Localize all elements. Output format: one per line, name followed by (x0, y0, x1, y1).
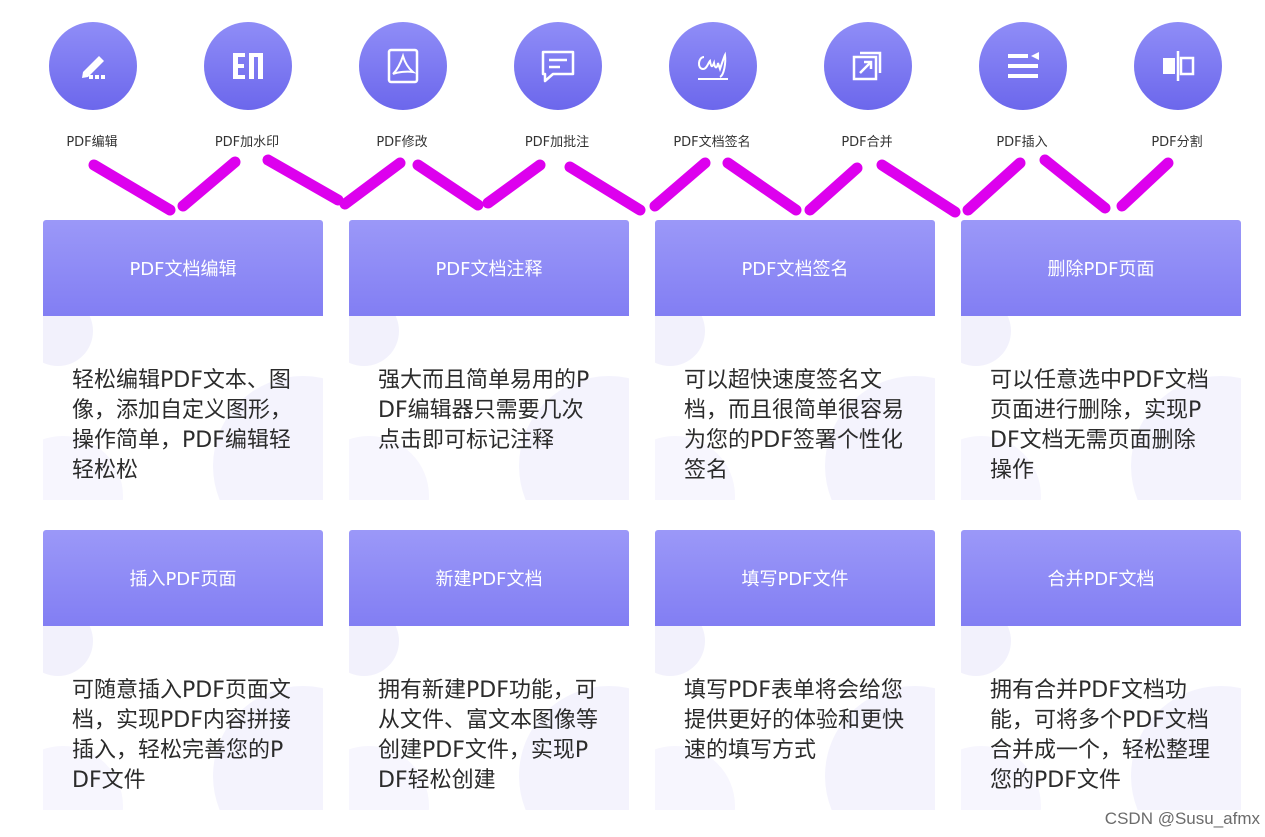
feature-pdf-annotate[interactable]: PDF加批注 (512, 20, 602, 160)
card-title: 填写PDF文件 (655, 530, 935, 626)
card-new-pdf[interactable]: 新建PDF文档 拥有新建PDF功能，可从文件、富文本图像等创建PDF文件，实现P… (349, 530, 629, 810)
card-description: 填写PDF表单将会给您提供更好的体验和更快速的填写方式 (684, 678, 905, 763)
feature-pdf-merge[interactable]: PDF合并 (822, 20, 912, 160)
feature-circle[interactable] (204, 22, 292, 110)
card-description: 可以任意选中PDF文档页面进行删除，实现PDF文档无需页面删除操作 (990, 368, 1209, 483)
card-description: 可随意插入PDF页面文档，实现PDF内容拼接插入，轻松完善您的PDF文件 (72, 678, 291, 793)
split-icon (1163, 51, 1195, 81)
insert-icon (1008, 52, 1039, 78)
merge-icon (852, 51, 882, 81)
decor-bubble (349, 316, 399, 366)
decor-bubble (961, 316, 1011, 366)
card-delete-page[interactable]: 删除PDF页面 可以任意选中PDF文档页面进行删除，实现PDF文档无需页面删除操… (961, 220, 1241, 500)
comment-icon (541, 50, 575, 83)
card-body: 可随意插入PDF页面文档，实现PDF内容拼接插入，轻松完善您的PDF文件 (43, 626, 323, 810)
watermark-text: CSDN @Susu_afmx (1104, 809, 1260, 828)
card-title: 删除PDF页面 (961, 220, 1241, 316)
feature-label: PDF分割 (1151, 135, 1203, 150)
feature-label: PDF修改 (376, 135, 428, 150)
card-body: 轻松编辑PDF文本、图像，添加自定义图形，操作简单，PDF编辑轻轻松松 (43, 316, 323, 500)
card-description: 可以超快速度签名文档，而且很简单很容易为您的PDF签署个性化签名 (684, 368, 905, 483)
pdf-doc-icon (387, 48, 419, 84)
feature-label: PDF加水印 (214, 135, 280, 150)
feature-circle[interactable] (669, 22, 757, 110)
decor-bubble (43, 626, 93, 676)
feature-label: PDF编辑 (66, 135, 118, 150)
zigzag-connector (88, 154, 1174, 218)
feature-pdf-sign[interactable]: PDF文档签名 (667, 20, 757, 160)
card-pdf-sign[interactable]: PDF文档签名 可以超快速度签名文档，而且很简单很容易为您的PDF签署个性化签名 (655, 220, 935, 500)
card-body: 可以任意选中PDF文档页面进行删除，实现PDF文档无需页面删除操作 (961, 316, 1241, 500)
signature-icon (698, 51, 728, 80)
card-title: PDF文档注释 (349, 220, 629, 316)
card-body: 拥有合并PDF文档功能，可将多个PDF文档合并成一个，轻松整理您的PDF文件 (961, 626, 1241, 810)
card-title: 插入PDF页面 (43, 530, 323, 626)
card-body: 可以超快速度签名文档，而且很简单很容易为您的PDF签署个性化签名 (655, 316, 935, 500)
card-body: 拥有新建PDF功能，可从文件、富文本图像等创建PDF文件，实现PDF轻松创建 (349, 626, 629, 810)
feature-pdf-insert[interactable]: PDF插入 (977, 20, 1067, 160)
feature-circle[interactable] (979, 22, 1067, 110)
card-insert-page[interactable]: 插入PDF页面 可随意插入PDF页面文档，实现PDF内容拼接插入，轻松完善您的P… (43, 530, 323, 810)
card-pdf-edit[interactable]: PDF文档编辑 轻松编辑PDF文本、图像，添加自定义图形，操作简单，PDF编辑轻… (43, 220, 323, 500)
card-title: PDF文档签名 (655, 220, 935, 316)
watermark-icon (233, 53, 263, 79)
feature-label: PDF合并 (841, 135, 893, 150)
feature-pdf-modify[interactable]: PDF修改 (357, 20, 447, 160)
card-title: 合并PDF文档 (961, 530, 1241, 626)
card-body: 填写PDF表单将会给您提供更好的体验和更快速的填写方式 (655, 626, 935, 810)
feature-label: PDF插入 (996, 135, 1048, 150)
feature-circle[interactable] (824, 22, 912, 110)
card-title: 新建PDF文档 (349, 530, 629, 626)
feature-circle[interactable] (359, 22, 447, 110)
feature-label: PDF加批注 (524, 135, 590, 150)
pencil-icon (82, 56, 105, 79)
card-merge-pdf[interactable]: 合并PDF文档 拥有合并PDF文档功能，可将多个PDF文档合并成一个，轻松整理您… (961, 530, 1241, 810)
card-description: 拥有合并PDF文档功能，可将多个PDF文档合并成一个，轻松整理您的PDF文件 (990, 678, 1211, 793)
feature-pdf-watermark[interactable]: PDF加水印 (202, 20, 292, 160)
feature-circle[interactable] (49, 22, 137, 110)
decor-bubble (43, 316, 93, 366)
feature-label: PDF文档签名 (673, 135, 751, 150)
card-title: PDF文档编辑 (43, 220, 323, 316)
feature-pdf-edit[interactable]: PDF编辑 (47, 20, 137, 160)
feature-circle[interactable] (514, 22, 602, 110)
card-pdf-annotate[interactable]: PDF文档注释 强大而且简单易用的PDF编辑器只需要几次点击即可标记注释 (349, 220, 629, 500)
decor-bubble (349, 626, 399, 676)
card-description: 轻松编辑PDF文本、图像，添加自定义图形，操作简单，PDF编辑轻轻松松 (72, 368, 293, 483)
decor-bubble (655, 626, 705, 676)
card-description: 强大而且简单易用的PDF编辑器只需要几次点击即可标记注释 (378, 368, 590, 453)
decor-bubble (961, 626, 1011, 676)
feature-circle[interactable] (1134, 22, 1222, 110)
feature-pdf-split[interactable]: PDF分割 (1132, 20, 1222, 160)
card-body: 强大而且简单易用的PDF编辑器只需要几次点击即可标记注释 (349, 316, 629, 500)
card-description: 拥有新建PDF功能，可从文件、富文本图像等创建PDF文件，实现PDF轻松创建 (378, 678, 599, 793)
decor-bubble (655, 316, 705, 366)
card-fill-pdf[interactable]: 填写PDF文件 填写PDF表单将会给您提供更好的体验和更快速的填写方式 (655, 530, 935, 810)
